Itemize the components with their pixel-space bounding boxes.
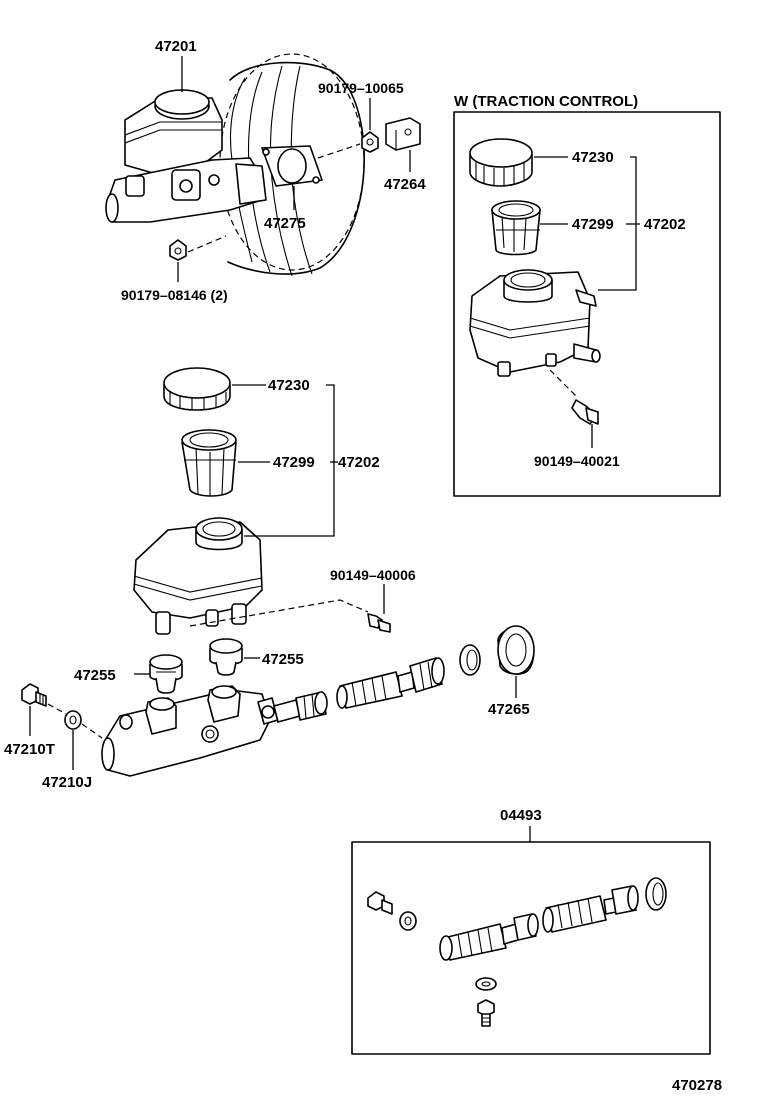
- strainer-47299: [181, 429, 237, 497]
- repair-kit: 04493: [351, 807, 711, 1055]
- inset-label-strainer: 47299: [572, 216, 614, 233]
- inset-traction-control: W (TRACTION CONTROL): [453, 93, 721, 497]
- kit-piston-secondary: [439, 913, 539, 961]
- label-bracket: 47264: [384, 176, 426, 193]
- cap-47230: [163, 367, 231, 411]
- boot-47265: [497, 625, 535, 675]
- kit-snap-ring: [645, 877, 667, 911]
- kit-grommet: [475, 977, 497, 991]
- kit-gasket: [399, 911, 417, 931]
- label-plug-gasket: 47210J: [42, 774, 92, 791]
- kit-screw: [477, 999, 495, 1027]
- kit-frame: [351, 841, 711, 1055]
- inset-cap: [469, 138, 533, 187]
- label-kit: 04493: [500, 807, 542, 824]
- reservoir-47202: [133, 517, 263, 635]
- grommet-47255-left: [149, 654, 183, 694]
- label-strainer: 47299: [273, 454, 315, 471]
- inset-screw: [549, 369, 599, 425]
- inset-label-cap: 47230: [572, 149, 614, 166]
- label-boot: 47265: [488, 701, 530, 718]
- inset-reservoir: [469, 269, 601, 377]
- label-nut-upper: 90179–10065: [318, 80, 404, 96]
- label-grommet-left: 47255: [74, 667, 116, 684]
- kit-plug: [367, 891, 393, 915]
- piston-secondary: [273, 691, 328, 723]
- label-nut-lower: 90179–08146 (2): [121, 287, 228, 303]
- inset-title: W (TRACTION CONTROL): [454, 93, 638, 110]
- label-master-cylinder-assy: 47201: [155, 38, 197, 55]
- grommet-47255-right: [209, 638, 243, 676]
- label-reservoir: 47202: [338, 454, 380, 471]
- label-cap: 47230: [268, 377, 310, 394]
- inset-label-reservoir: 47202: [644, 216, 686, 233]
- bracket-47264: [385, 117, 421, 151]
- plug-gasket-47210J: [64, 710, 103, 739]
- master-cylinder-assy-top: [105, 89, 267, 223]
- plug-47210T: [21, 683, 67, 715]
- snap-ring: [459, 644, 481, 676]
- inset-frame: [453, 111, 721, 497]
- inset-label-screw: 90149–40021: [534, 453, 620, 469]
- inset-strainer: [491, 200, 541, 256]
- nut-90179-10065: [317, 131, 379, 159]
- label-screw: 90149–40006: [330, 567, 416, 583]
- label-gasket: 47275: [264, 215, 306, 232]
- label-grommet-right: 47255: [262, 651, 304, 668]
- kit-piston-primary: [542, 885, 639, 933]
- nut-90179-08146: [169, 235, 227, 261]
- piston-primary: [336, 657, 445, 709]
- label-plug: 47210T: [4, 741, 55, 758]
- diagram-id: 470278: [672, 1077, 722, 1094]
- screw-90149-40006: [189, 599, 391, 633]
- master-cylinder-body: [101, 685, 279, 777]
- gasket-47275: [261, 145, 323, 187]
